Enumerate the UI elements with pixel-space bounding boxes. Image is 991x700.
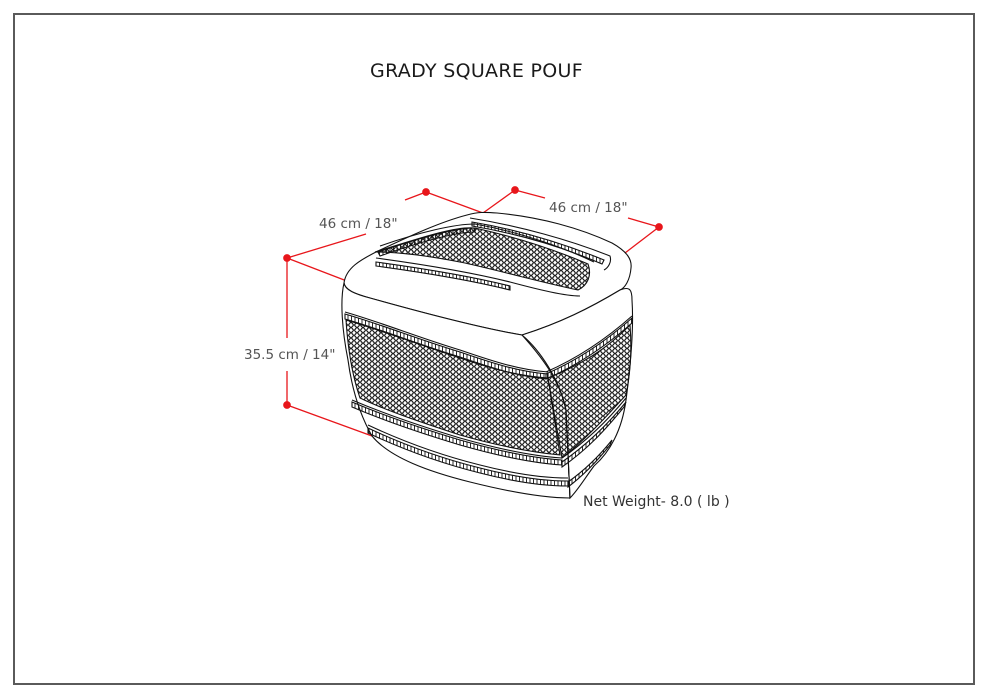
dimension-point — [511, 186, 519, 194]
pouf-illustration — [341, 211, 634, 500]
height-dimension-label: 35.5 cm / 14" — [244, 347, 336, 363]
product-title-text: GRADY SQUARE POUF — [370, 60, 583, 82]
dimension-lines — [283, 186, 663, 437]
drawing-frame — [13, 13, 975, 685]
product-title: GRADY SQUARE POUF — [0, 60, 991, 82]
width-dimension-label: 46 cm / 18" — [319, 216, 398, 232]
net-weight-label: Net Weight- 8.0 ( lb ) — [583, 494, 730, 510]
dimension-point — [655, 223, 663, 231]
dimension-point — [422, 188, 430, 196]
depth-dimension-label: 46 cm / 18" — [549, 200, 628, 216]
dimension-point — [283, 254, 291, 262]
dimension-point — [283, 401, 291, 409]
